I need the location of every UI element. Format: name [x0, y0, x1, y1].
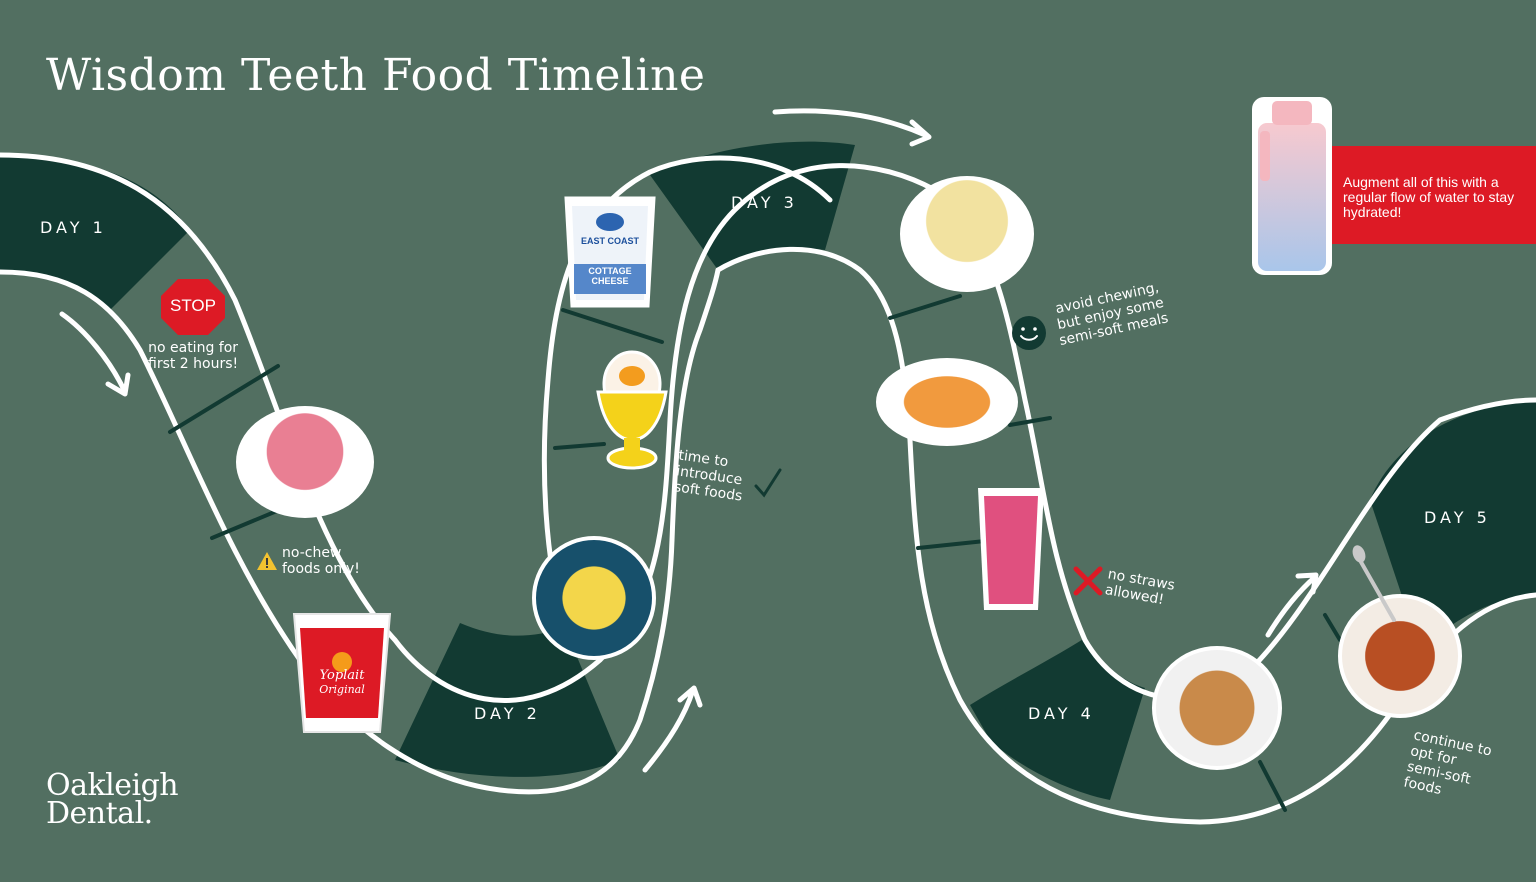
warning-icon [257, 552, 277, 570]
pulled-meat-bowl [1338, 594, 1462, 718]
note-line: no-chew [282, 545, 342, 561]
mashed-potato-bowl [900, 176, 1034, 292]
product-text: Original [319, 683, 365, 696]
day5-segment [1370, 400, 1536, 650]
arrow-icon [772, 108, 932, 147]
cross-icon [1073, 566, 1103, 596]
smiley-icon [1012, 316, 1046, 350]
road-ticks [168, 294, 1342, 812]
stop-sign-icon [161, 279, 225, 335]
page-title: Wisdom Teeth Food Timeline [46, 50, 706, 101]
note-no-eating: no eating for first 2 hours! [148, 340, 238, 372]
road-connector [669, 267, 721, 543]
note-line: foods only! [282, 561, 360, 577]
yoplait-label: Yoplait Original [302, 668, 382, 696]
arrow-icon [59, 311, 131, 397]
arrows [59, 108, 1319, 773]
water-note: Augment all of this with a regular flow … [1343, 174, 1515, 220]
day-segments [0, 141, 1536, 800]
cottage-cheese-tub [564, 196, 656, 308]
day3-segment [650, 141, 855, 270]
product-text: Yoplait [319, 668, 365, 683]
logo-line: Dental. [46, 796, 153, 831]
logo-line: Oakleigh [46, 768, 179, 803]
day3-label: DAY 3 [731, 193, 798, 212]
note-soft-foods: time to introduce soft foods [673, 447, 748, 504]
arrow-icon [642, 685, 703, 773]
arrow-icon [1265, 572, 1319, 638]
day4-label: DAY 4 [1028, 704, 1095, 723]
product-text: EAST COAST [580, 236, 639, 246]
day1-label: DAY 1 [40, 218, 107, 237]
product-text: COTTAGE [588, 266, 632, 276]
note-line: first 2 hours! [148, 356, 239, 372]
stop-sign-label: STOP [170, 296, 216, 315]
day5-label: DAY 5 [1424, 508, 1491, 527]
spoon-icon [1352, 545, 1396, 622]
day4-segment [970, 638, 1145, 800]
smoothie-glass [978, 488, 1044, 610]
brand-logo: Oakleigh Dental. [46, 768, 179, 831]
scrambled-eggs-bowl [532, 536, 656, 660]
day2-label: DAY 2 [474, 704, 541, 723]
note-no-chew: no-chew foods only! [282, 545, 360, 577]
shredded-chicken-bowl [1152, 646, 1282, 770]
water-bottle-icon [1252, 97, 1332, 275]
check-icon [754, 468, 782, 498]
product-text: CHEESE [591, 276, 629, 286]
water-note-box [1330, 146, 1536, 244]
boiled-egg-cup [596, 350, 668, 470]
yoplait-tub [292, 613, 392, 733]
pasta-plate [876, 358, 1018, 446]
cottage-cheese-label: EAST COAST COTTAGE CHEESE [570, 236, 650, 286]
note-line: no eating for [148, 340, 239, 356]
ice-cream-bowl [236, 406, 374, 518]
